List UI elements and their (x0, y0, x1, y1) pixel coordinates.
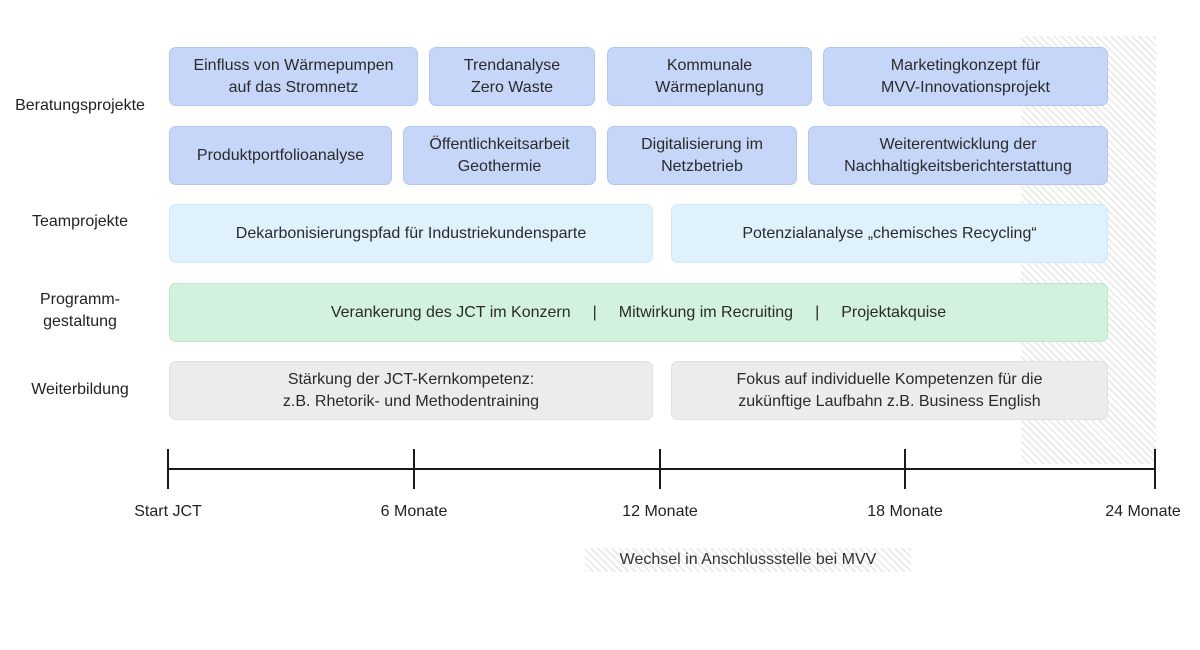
row-label-beratungsprojekte: Beratungsprojekte (15, 97, 145, 114)
tick-label-12-monate: 12 Monate (622, 503, 698, 520)
timeline-tick (413, 449, 415, 489)
tick-label-24-monate: 24 Monate (1105, 503, 1181, 520)
project-box-geothermie: Öffentlichkeitsarbeit Geothermie (403, 126, 596, 185)
training-box-kernkompetenz: Stärkung der JCT-Kernkompetenz: z.B. Rhe… (169, 361, 653, 420)
program-separator: | (592, 303, 597, 321)
row-label-programmgestaltung: Programm- gestaltung (39, 291, 120, 330)
tick-label-18-monate: 18 Monate (867, 503, 943, 520)
project-box-digitalisierung: Digitalisierung im Netzbetrieb (607, 126, 797, 185)
timeline-tick (1154, 449, 1156, 489)
project-box-zero-waste: Trendanalyse Zero Waste (429, 47, 595, 106)
timeline-axis (168, 468, 1156, 470)
row-label-weiterbildung: Weiterbildung (31, 381, 129, 398)
timeline-tick (167, 449, 169, 489)
timeline-tick (904, 449, 906, 489)
program-box: Verankerung des JCT im Konzern | Mitwirk… (169, 283, 1108, 342)
program-item-recruiting: Mitwirkung im Recruiting (618, 303, 794, 321)
program-separator: | (815, 303, 820, 321)
note-hatch-background (585, 548, 911, 572)
timeline-tick (659, 449, 661, 489)
program-item-projektakquise: Projektakquise (841, 303, 947, 321)
training-box-individuell: Fokus auf individuelle Kompetenzen für d… (671, 361, 1108, 420)
project-box-nachhaltigkeit: Weiterentwicklung der Nachhaltigkeitsber… (808, 126, 1108, 185)
program-item-verankerung: Verankerung des JCT im Konzern (330, 303, 571, 321)
project-box-waermepumpen: Einfluss von Wärmepumpen auf das Stromne… (169, 47, 418, 106)
row-label-teamprojekte: Teamprojekte (31, 213, 129, 230)
project-box-marketingkonzept: Marketingkonzept für MVV-Innovationsproj… (823, 47, 1108, 106)
team-box-dekarbonisierung: Dekarbonisierungspfad für Industriekunde… (169, 204, 653, 263)
tick-label-6-monate: 6 Monate (380, 503, 448, 520)
project-box-produktportfolio: Produktportfolioanalyse (169, 126, 392, 185)
team-box-recycling: Potenzialanalyse „chemisches Recycling“ (671, 204, 1108, 263)
tick-label-start: Start JCT (134, 503, 202, 520)
project-box-waermeplanung: Kommunale Wärmeplanung (607, 47, 812, 106)
transition-note: Wechsel in Anschlussstelle bei MVV (619, 551, 877, 568)
